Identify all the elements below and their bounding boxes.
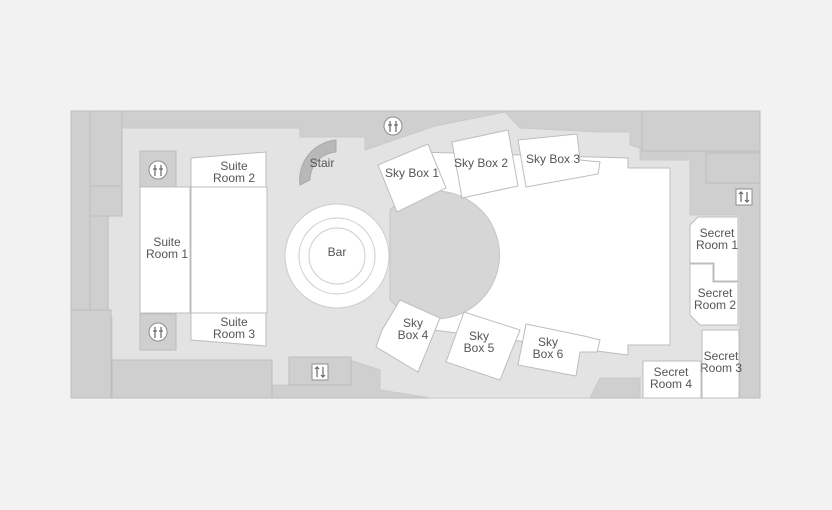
restroom-icon[interactable] [383, 116, 403, 136]
suite-lounge [190, 186, 268, 314]
sky-box-2-label: Sky Box 2 [454, 156, 508, 170]
bar-label: Bar [328, 245, 347, 259]
elevator-icon[interactable] [288, 356, 352, 386]
elevator-icon[interactable] [735, 188, 753, 206]
stair-label: Stair [310, 156, 335, 170]
sky-box-3-label: Sky Box 3 [526, 152, 580, 166]
wall-block [70, 309, 112, 399]
sky-box-2[interactable]: Sky Box 2 [451, 129, 519, 199]
wall-block [89, 215, 109, 325]
bar[interactable]: Bar [284, 190, 501, 320]
wall-block [111, 359, 273, 399]
restroom-icon[interactable] [148, 160, 168, 180]
restroom-icon[interactable] [148, 322, 168, 342]
wall-block [641, 110, 761, 152]
sky-box-1[interactable]: Sky Box 1 [377, 143, 447, 213]
stair[interactable]: Stair [299, 139, 337, 186]
wall-block [705, 152, 761, 184]
sky-box-3[interactable]: Sky Box 3 [517, 133, 601, 188]
sky-box-1-label: Sky Box 1 [385, 166, 439, 180]
wall-block [89, 110, 123, 187]
wall-block [89, 185, 123, 217]
